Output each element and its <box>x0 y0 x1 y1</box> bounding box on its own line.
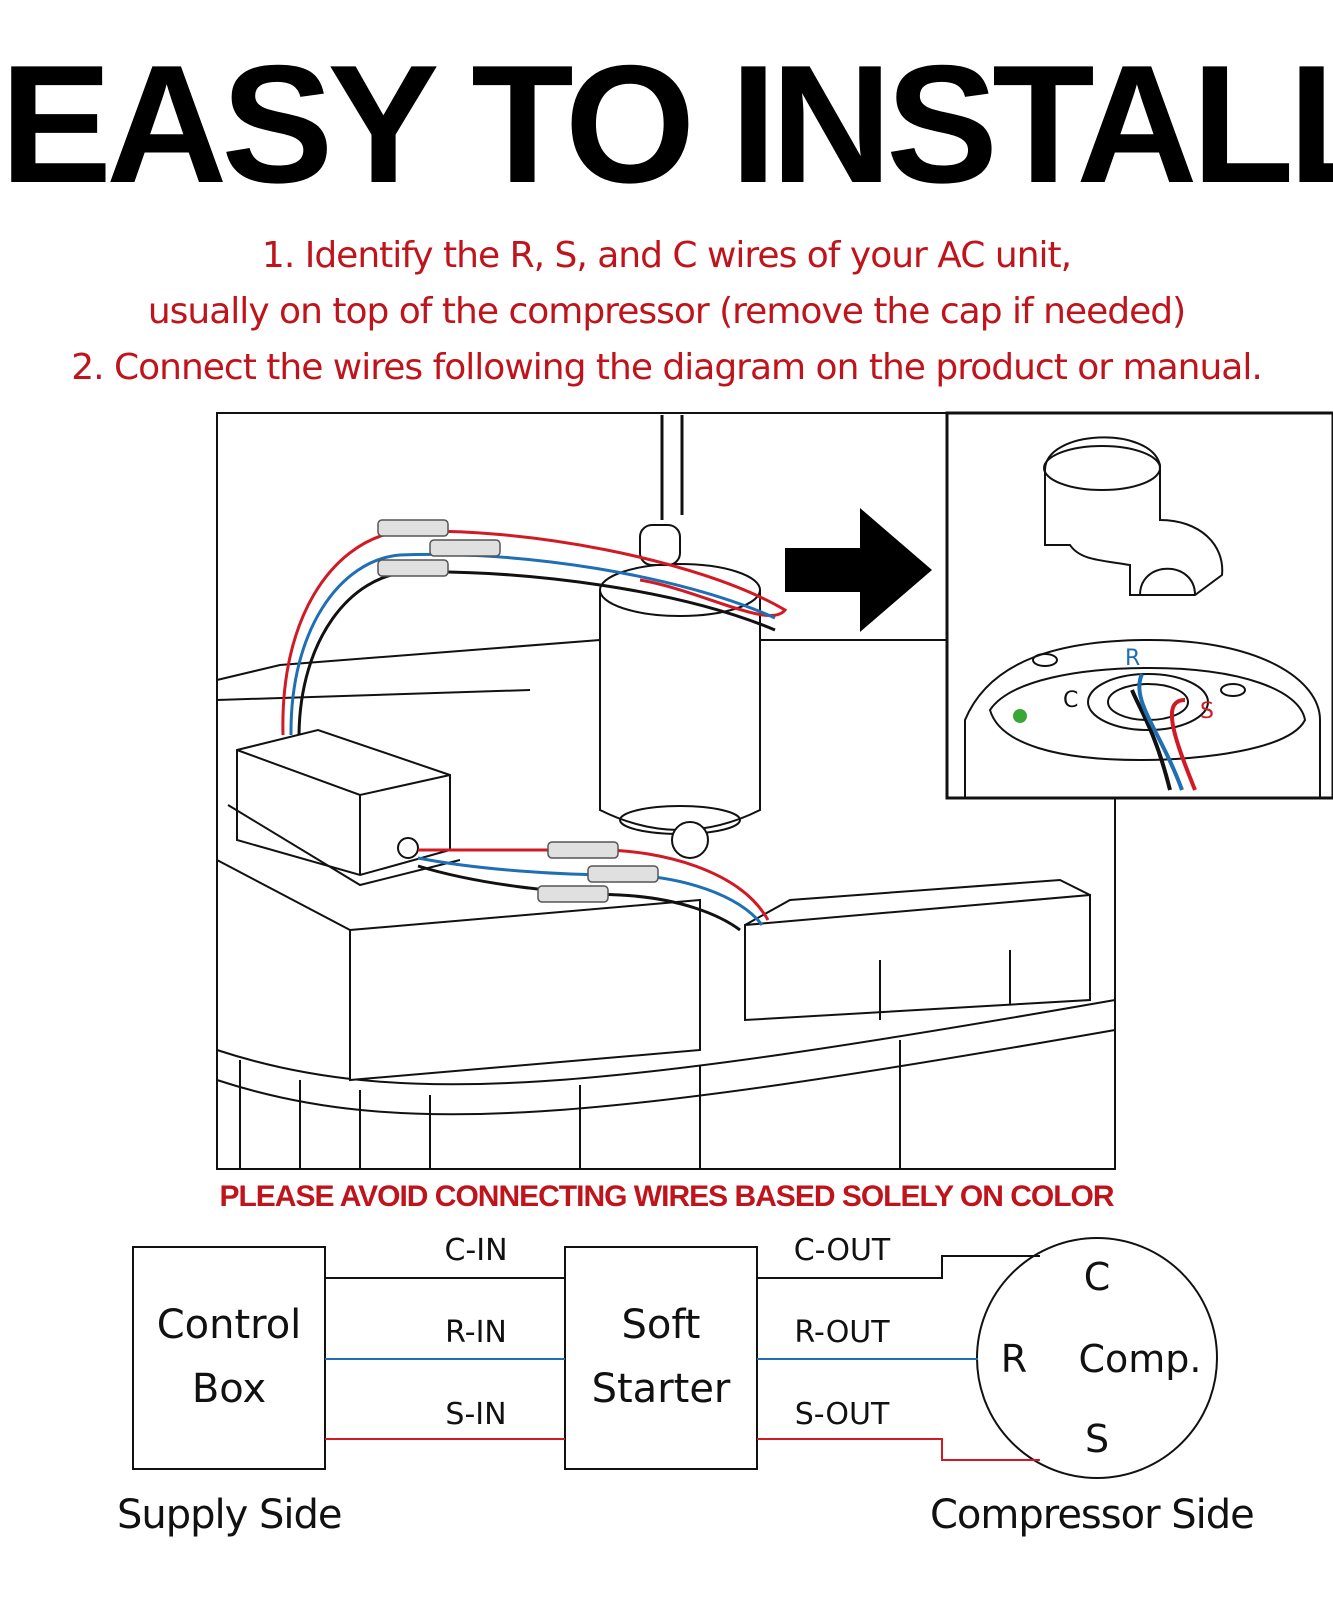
soft-starter-line2: Starter <box>592 1366 731 1412</box>
step-1-line-1: 1. Identify the R, S, and C wires of you… <box>261 235 1072 276</box>
comp-terminal-r: R <box>1001 1337 1027 1381</box>
r-in-label: R-IN <box>445 1315 507 1350</box>
comp-label: Comp. <box>1079 1337 1202 1381</box>
s-in-label: S-IN <box>445 1397 506 1432</box>
comp-terminal-c: C <box>1084 1255 1111 1299</box>
wiring-schematic: Control Box Soft Starter C-IN R-IN S-IN … <box>132 1233 1218 1479</box>
c-out-wire <box>757 1255 1040 1279</box>
step-1-line-2: usually on top of the compressor (remove… <box>147 291 1186 332</box>
s-out-label: S-OUT <box>795 1397 890 1432</box>
c-in-label: C-IN <box>444 1233 507 1268</box>
page-title: EASY TO INSTALL <box>0 30 1333 218</box>
control-box-line1: Control <box>157 1302 302 1348</box>
compressor-side-label: Compressor Side <box>930 1492 1255 1538</box>
inset-label-c: C <box>1063 688 1078 713</box>
comp-terminal-s: S <box>1085 1417 1109 1461</box>
control-box-line2: Box <box>192 1366 266 1412</box>
wire-connectors <box>377 519 659 903</box>
supply-side-label: Supply Side <box>117 1492 343 1538</box>
control-box <box>132 1246 326 1470</box>
arrow-icon <box>785 508 932 632</box>
soft-starter-line1: Soft <box>622 1302 701 1348</box>
terminal-cap-drawing <box>1043 436 1224 596</box>
s-out-wire <box>757 1438 1040 1461</box>
install-steps: 1. Identify the R, S, and C wires of you… <box>0 228 1333 396</box>
inset-label-r: R <box>1125 646 1140 671</box>
step-2: 2. Connect the wires following the diagr… <box>71 347 1263 388</box>
color-warning: PLEASE AVOID CONNECTING WIRES BASED SOLE… <box>219 1180 1114 1213</box>
c-out-label: C-OUT <box>794 1233 891 1268</box>
inset-wires <box>1130 673 1197 791</box>
r-out-label: R-OUT <box>794 1315 890 1350</box>
inset-label-s: S <box>1200 699 1214 724</box>
ac-unit-drawing <box>216 415 1116 1169</box>
ground-dot <box>1013 709 1027 723</box>
soft-starter-box <box>564 1246 758 1470</box>
